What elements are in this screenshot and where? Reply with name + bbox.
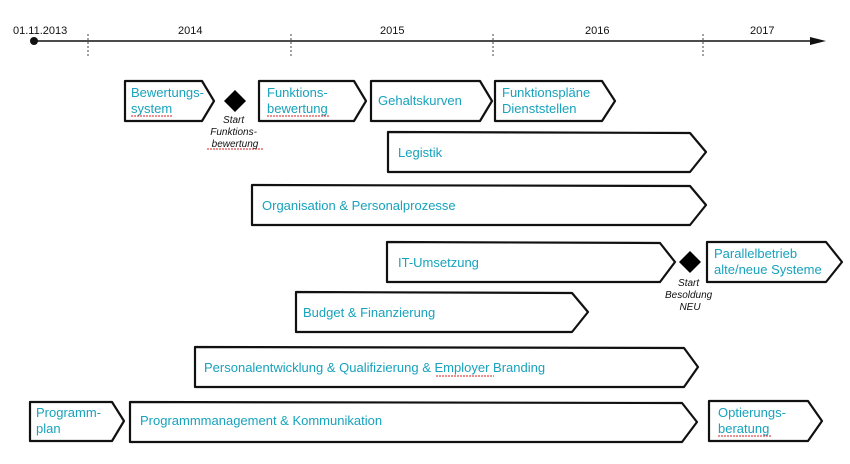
workstream-label: Funktionspläne Dienststellen bbox=[502, 85, 594, 116]
workstream-label: Bewertungs- system bbox=[131, 85, 208, 116]
chevron-arrow bbox=[123, 79, 216, 123]
year-label-2015: 2015 bbox=[380, 25, 404, 37]
chevron-arrow bbox=[257, 79, 368, 123]
timeline: 01.11.2013 2014 2015 2016 2017 bbox=[13, 25, 826, 56]
workstream-funktionsbewertung: Funktions- bewertung bbox=[257, 79, 368, 123]
workstream-gehaltskurven: Gehaltskurven bbox=[369, 79, 494, 123]
timeline-start-label: 01.11.2013 bbox=[13, 25, 67, 37]
chevron-arrow bbox=[294, 290, 590, 334]
chevron-arrow bbox=[193, 345, 700, 389]
chevron-arrow bbox=[250, 183, 708, 227]
workstream-personalentwicklung: Personalentwicklung & Qualifizierung & E… bbox=[193, 345, 700, 389]
chevron-arrow bbox=[707, 399, 824, 443]
milestone-start-besoldung-neu: Start Besoldung NEU bbox=[665, 251, 715, 313]
chevron-arrow bbox=[28, 400, 126, 443]
chevron-arrow bbox=[705, 240, 844, 284]
workstream-label: Optierungs- beratung bbox=[718, 405, 790, 436]
workstream-label: Organisation & Personalprozesse bbox=[262, 198, 456, 213]
workstream-bewertungssystem: Bewertungs- system bbox=[123, 79, 216, 123]
workstream-optierungsberatung: Optierungs- beratung bbox=[707, 399, 824, 443]
chevron-arrow bbox=[493, 79, 617, 123]
workstream-budget: Budget & Finanzierung bbox=[294, 290, 590, 334]
workstream-label: Legistik bbox=[398, 145, 443, 160]
workstream-programmmanagement: Programmmanagement & Kommunikation bbox=[128, 400, 699, 444]
workstream-label: Budget & Finanzierung bbox=[303, 305, 435, 320]
workstream-programmplan: Programm- plan bbox=[28, 400, 126, 443]
workstream-label: IT-Umsetzung bbox=[398, 255, 479, 270]
workstream-label: Personalentwicklung & Qualifizierung & E… bbox=[204, 360, 545, 375]
workstream-label: Gehaltskurven bbox=[378, 93, 462, 108]
timeline-arrowhead bbox=[810, 37, 826, 45]
milestone-label: Start Funktions- bewertung bbox=[210, 115, 259, 150]
milestone-diamond bbox=[679, 251, 701, 273]
workstream-label: Programm- plan bbox=[36, 405, 105, 436]
timeline-start-dot bbox=[30, 37, 38, 45]
milestone-label: Start Besoldung NEU bbox=[665, 278, 715, 313]
workstream-legistik: Legistik bbox=[386, 130, 708, 174]
year-label-2017: 2017 bbox=[750, 25, 774, 37]
year-label-2014: 2014 bbox=[178, 25, 202, 37]
milestone-start-funktionsbewertung: Start Funktions- bewertung bbox=[207, 90, 263, 150]
chevron-arrow bbox=[369, 79, 494, 123]
workstream-it-umsetzung: IT-Umsetzung bbox=[385, 240, 677, 284]
chevron-arrow bbox=[385, 240, 677, 284]
chevron-arrow bbox=[128, 400, 699, 444]
workstream-organisation: Organisation & Personalprozesse bbox=[250, 183, 708, 227]
milestone-diamond bbox=[224, 90, 246, 112]
chevron-arrow bbox=[386, 130, 708, 174]
year-label-2016: 2016 bbox=[585, 25, 609, 37]
workstream-label: Programmmanagement & Kommunikation bbox=[140, 413, 382, 428]
workstream-label: Parallelbetrieb alte/neue Systeme bbox=[714, 246, 822, 277]
workstream-funktionsplaene: Funktionspläne Dienststellen bbox=[493, 79, 617, 123]
workstream-parallelbetrieb: Parallelbetrieb alte/neue Systeme bbox=[705, 240, 844, 284]
workstream-label: Funktions- bewertung bbox=[267, 85, 331, 116]
